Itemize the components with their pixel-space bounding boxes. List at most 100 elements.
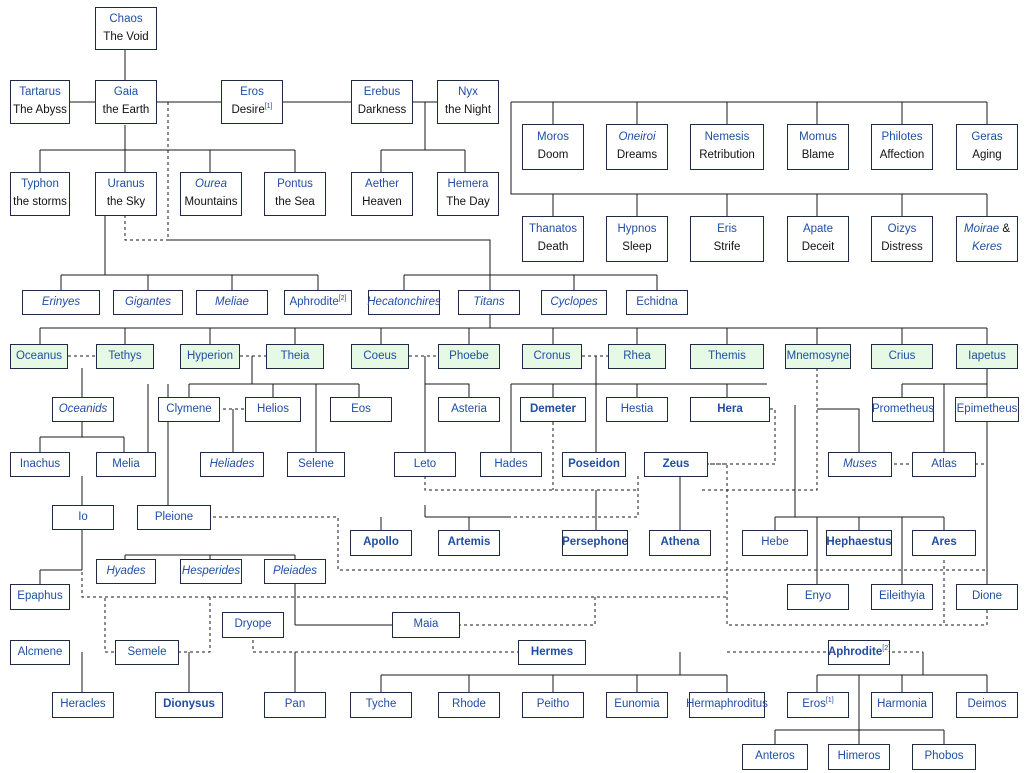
node-name: Rhea xyxy=(623,349,651,362)
node-name: Hyperion xyxy=(186,349,234,362)
node-zeus: Zeus xyxy=(644,452,708,477)
node-alcmene: Alcmene xyxy=(10,640,70,665)
node-phobos: Phobos xyxy=(912,744,976,770)
node-name: Inachus xyxy=(19,457,61,470)
node-name: Gaia xyxy=(113,86,139,99)
node-name: Titans xyxy=(473,295,505,308)
node-name: Eunomia xyxy=(614,698,660,711)
node-name: Heracles xyxy=(60,698,106,711)
node-leto: Leto xyxy=(394,452,456,477)
node-name: Hades xyxy=(494,457,528,470)
node-name: Enyo xyxy=(804,590,832,603)
node-name: Himeros xyxy=(837,750,881,763)
node-erebus: Erebus Darkness xyxy=(351,80,413,124)
node-clymene: Clymene xyxy=(158,397,220,422)
node-crius: Crius xyxy=(871,344,933,369)
node-name: Apate xyxy=(802,223,834,236)
node-desc: Heaven xyxy=(362,196,402,208)
node-name: Dionysus xyxy=(163,698,215,711)
node-peitho: Peitho xyxy=(522,692,584,718)
node-hephaestus: Hephaestus xyxy=(826,530,892,556)
footnote-marker: [2] xyxy=(338,294,347,302)
node-name: Eris xyxy=(717,223,737,236)
node-name: Gigantes xyxy=(124,295,172,308)
node-momus: Momus Blame xyxy=(787,124,849,170)
footnote-marker: [1] xyxy=(264,103,273,111)
node-desc: Blame xyxy=(801,149,835,161)
node-name: Nemesis xyxy=(704,131,750,144)
node-name: Dione xyxy=(971,590,1003,603)
node-name: Peitho xyxy=(536,698,570,711)
node-name: Philotes xyxy=(881,131,923,144)
node-name: Iapetus xyxy=(968,349,1006,362)
node-name: Semele xyxy=(127,645,167,658)
node-hyperion: Hyperion xyxy=(180,344,240,369)
node-name: Echidna xyxy=(636,295,678,308)
node-desc: Sleep xyxy=(622,241,652,253)
node-name: Aphrodite xyxy=(289,295,339,308)
node-name-2: Keres xyxy=(971,241,1003,253)
node-enyo: Enyo xyxy=(787,584,849,610)
node-artemis: Artemis xyxy=(438,530,500,556)
node-hyades: Hyades xyxy=(96,559,156,584)
node-name: Ares xyxy=(931,536,957,549)
node-phoebe: Phoebe xyxy=(438,344,500,369)
node-oizys: Oizys Distress xyxy=(871,216,933,262)
node-hebe: Hebe xyxy=(742,530,808,556)
node-desc: Doom xyxy=(537,149,569,161)
node-anteros: Anteros xyxy=(742,744,808,770)
node-name: Hypnos xyxy=(617,223,657,236)
node-name: Meliae xyxy=(215,295,249,308)
node-name: Oizys xyxy=(887,223,917,236)
node-name: Theia xyxy=(280,349,310,362)
node-name: Pan xyxy=(284,698,306,711)
node-name: Moros xyxy=(537,131,569,144)
node-moros: Moros Doom xyxy=(522,124,584,170)
node-name: Epimetheus xyxy=(956,402,1018,415)
node-aphrodite-2: Aphrodite[2] xyxy=(828,640,890,665)
node-rhode: Rhode xyxy=(438,692,500,718)
node-hermes: Hermes xyxy=(518,640,586,665)
node-name: Demeter xyxy=(529,402,577,415)
node-name: Aphrodite xyxy=(827,645,883,658)
node-eros-2: Eros[1] xyxy=(787,692,849,718)
node-name: Oceanus xyxy=(15,349,63,362)
node-name: Heliades xyxy=(209,457,255,470)
node-desc: the Sea xyxy=(275,196,315,208)
node-name: Rhode xyxy=(452,698,486,711)
node-name: Hephaestus xyxy=(826,536,892,549)
node-name: Nyx xyxy=(458,86,478,99)
node-desc: Mountains xyxy=(184,196,238,208)
node-connector: & xyxy=(999,223,1011,236)
node-eris: Eris Strife xyxy=(690,216,764,262)
node-name: Poseidon xyxy=(568,457,620,470)
node-name: Dryope xyxy=(234,618,272,631)
node-name: Zeus xyxy=(662,457,690,470)
node-name: Asteria xyxy=(451,402,487,415)
node-gaia: Gaia the Earth xyxy=(95,80,157,124)
node-theia: Theia xyxy=(266,344,324,369)
node-athena: Athena xyxy=(649,530,711,556)
node-name: Eileithyia xyxy=(878,590,926,603)
node-name: Prometheus xyxy=(872,402,935,415)
node-desc: Deceit xyxy=(801,241,835,253)
node-name: Mnemosyne xyxy=(786,349,850,362)
node-titans: Titans xyxy=(458,290,520,315)
node-mnemosyne: Mnemosyne xyxy=(785,344,851,369)
node-desc: Desire xyxy=(231,104,265,116)
node-geras: Geras Aging xyxy=(956,124,1018,170)
node-tethys: Tethys xyxy=(96,344,154,369)
node-semele: Semele xyxy=(115,640,179,665)
node-erinyes: Erinyes xyxy=(22,290,100,315)
node-hemera: Hemera The Day xyxy=(437,172,499,216)
node-name: Thanatos xyxy=(529,223,577,236)
node-ares: Ares xyxy=(912,530,976,556)
node-pontus: Pontus the Sea xyxy=(264,172,326,216)
node-nyx: Nyx the Night xyxy=(437,80,499,124)
node-themis: Themis xyxy=(690,344,764,369)
node-name: Apollo xyxy=(363,536,399,549)
node-name: Uranus xyxy=(107,178,145,191)
node-aphrodite-1: Aphrodite[2] xyxy=(284,290,352,315)
node-eros-1: Eros Desire[1] xyxy=(221,80,283,124)
node-hesperides: Hesperides xyxy=(180,559,242,584)
